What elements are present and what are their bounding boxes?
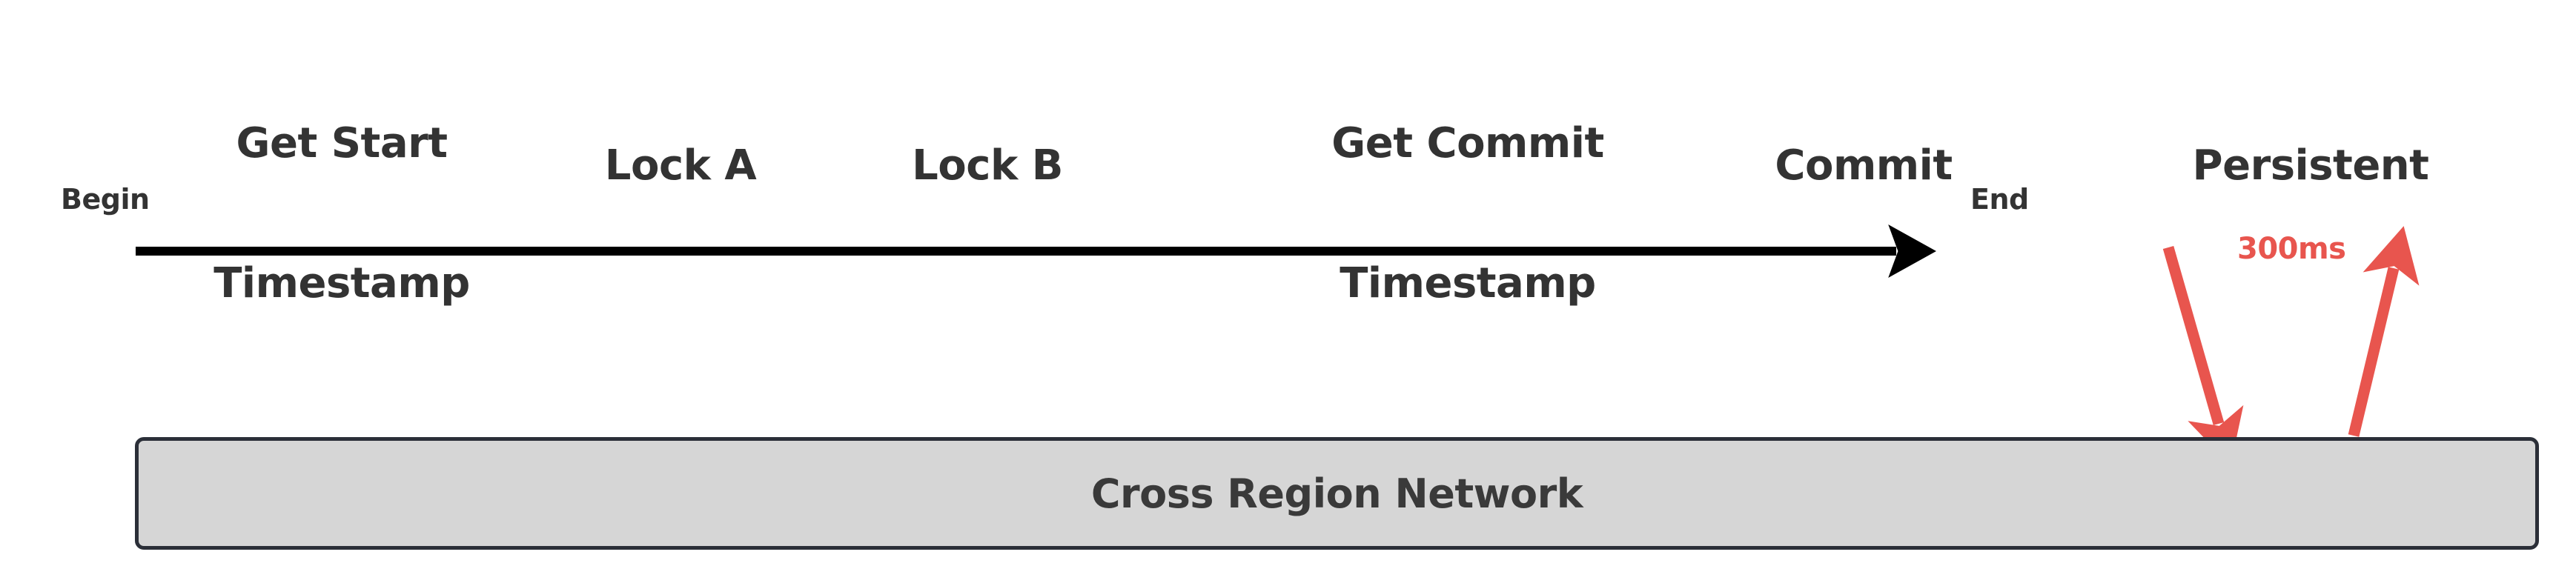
phase-label-lock-a: Lock A <box>604 50 757 283</box>
latency-up-arrow <box>2348 226 2420 437</box>
cross-region-network-box: Cross Region Network <box>135 437 2539 550</box>
timeline-begin-label: Begin <box>61 183 150 216</box>
phase-label-line1: Get Start <box>236 119 448 168</box>
phase-label-persistent: Persistent <box>2193 50 2429 283</box>
phase-label-get-start-timestamp: Get Start Timestamp <box>213 28 470 400</box>
phase-label-line1: Commit <box>1775 141 1953 190</box>
phase-label-line2: Timestamp <box>1340 259 1596 307</box>
phase-label-line1: Lock B <box>912 141 1063 190</box>
phase-label-line2: Timestamp <box>213 259 470 307</box>
phase-label-line1: Lock A <box>604 141 757 190</box>
latency-annotation-label: 300ms <box>2237 232 2346 266</box>
phase-label-lock-b: Lock B <box>912 50 1063 283</box>
phase-label-commit: Commit <box>1775 50 1953 283</box>
phase-label-get-commit-timestamp: Get Commit Timestamp <box>1331 28 1604 400</box>
phase-label-line1: Get Commit <box>1331 119 1604 168</box>
phase-label-line1: Persistent <box>2192 141 2429 190</box>
cross-region-network-label: Cross Region Network <box>1090 470 1583 517</box>
timeline-end-label: End <box>1970 183 2029 216</box>
